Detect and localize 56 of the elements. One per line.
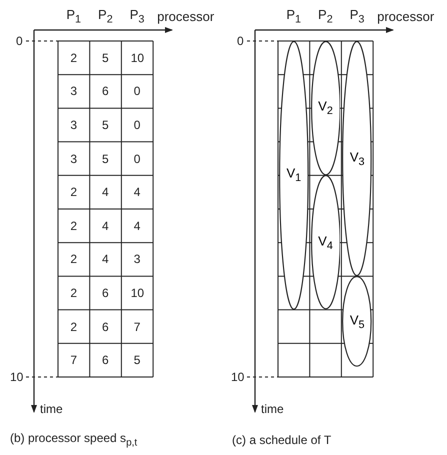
axis-tick-label: 0 [16,35,23,47]
axis-tick-label: P$_{1}$ [66,8,82,25]
axis-title: time [261,403,284,415]
task-label: V$_{1}$ [286,166,302,184]
table-cell-value: 0 [134,85,140,98]
table-cell-value: 10 [130,52,144,64]
table-cell-value: 6 [102,287,109,299]
table-cell-value: 7 [134,320,140,333]
task-ellipse [279,41,309,310]
table-cell-value: 4 [102,220,109,232]
table-cell-value: 4 [102,253,109,266]
task-label: V$_{2}$ [318,99,333,117]
axis-tick-label: P$_{3}$ [350,8,364,25]
task-ellipse [310,41,340,176]
table-cell-value: 2 [70,52,78,64]
axis-tick-label: P$_{2}$ [98,8,113,25]
table-cell-value: 6 [102,354,109,366]
task-ellipse [310,175,340,310]
table-cell-value: 5 [102,52,109,64]
table-cell-value: 2 [70,220,78,232]
axis-tick-label: 10 [10,371,24,383]
axis-tick-label: P$_{1}$ [286,8,302,25]
axis-title: processor [377,10,434,22]
table-cell-value: 5 [102,152,109,165]
table-cell-value: 6 [102,320,109,333]
table-cell-value: 4 [134,220,140,232]
task-label: V$_{5}$ [350,312,365,330]
table-cell-value: 2 [70,320,78,333]
table-cell-value: 6 [102,85,109,98]
table-cell-value: 4 [134,186,140,198]
task-ellipse [342,276,372,367]
task-label: V$_{4}$ [318,234,333,252]
table-cell-value: 0 [134,119,140,131]
table-cell-value: 4 [102,186,109,198]
table-cell-value: 3 [70,85,78,98]
table-cell-value: 3 [70,119,78,131]
axis-tick-label: P$_{3}$ [130,8,144,25]
figure-caption: (b) processor speed s$_{p,t}$ [10,432,138,448]
axis-tick-label: P$_{2}$ [318,8,333,25]
axis-title: time [40,403,63,415]
axis-title: processor [157,10,214,22]
task-label: V$_{3}$ [350,150,365,168]
table-cell-value: 3 [70,152,78,165]
table-cell-value: 10 [130,287,144,299]
axis-tick-label: 10 [231,371,244,383]
figure-caption: (c) a schedule of T [232,434,332,446]
table-cell-value: 5 [102,119,109,131]
table-cell-value: 0 [134,152,140,165]
axis-tick-label: 0 [237,35,244,47]
task-ellipse [342,41,372,276]
table-cell-value: 3 [134,253,140,266]
table-cell-value: 2 [70,186,78,198]
table-cell-value: 7 [70,354,78,366]
table-cell-value: 5 [134,354,140,366]
table-cell-value: 2 [70,287,78,299]
table-cell-value: 2 [70,253,78,266]
